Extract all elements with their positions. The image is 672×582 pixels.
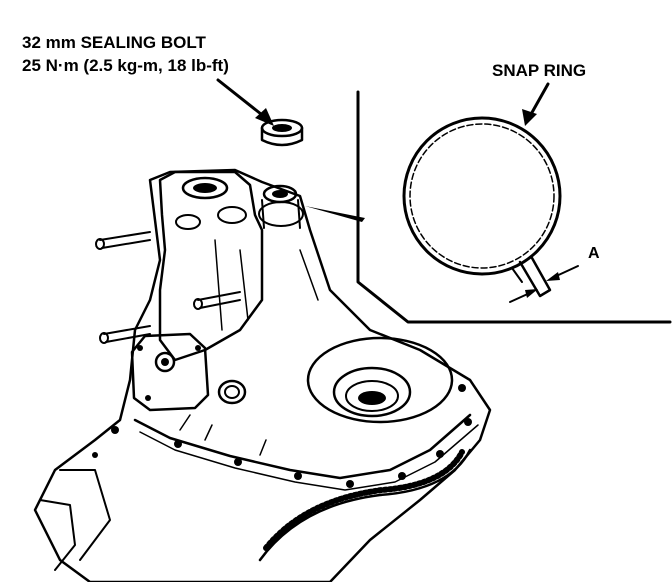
- sealing-bolt-label: 32 mm SEALING BOLT: [22, 33, 206, 52]
- transmission-housing: [33, 168, 492, 582]
- snap-ring-detail: [402, 116, 562, 298]
- snap-ring-label: SNAP RING: [492, 61, 586, 80]
- gap-a-label: A: [588, 245, 600, 262]
- gap-a-dimension: [509, 265, 579, 303]
- sealing-bolt: [260, 118, 304, 147]
- snap-ring-inset-frame: [305, 90, 672, 324]
- snap-ring-leader-arrow: [522, 82, 550, 126]
- bolt-leader-arrow: [216, 78, 274, 126]
- torque-spec-label: 25 N·m (2.5 kg-m, 18 lb-ft): [22, 56, 229, 75]
